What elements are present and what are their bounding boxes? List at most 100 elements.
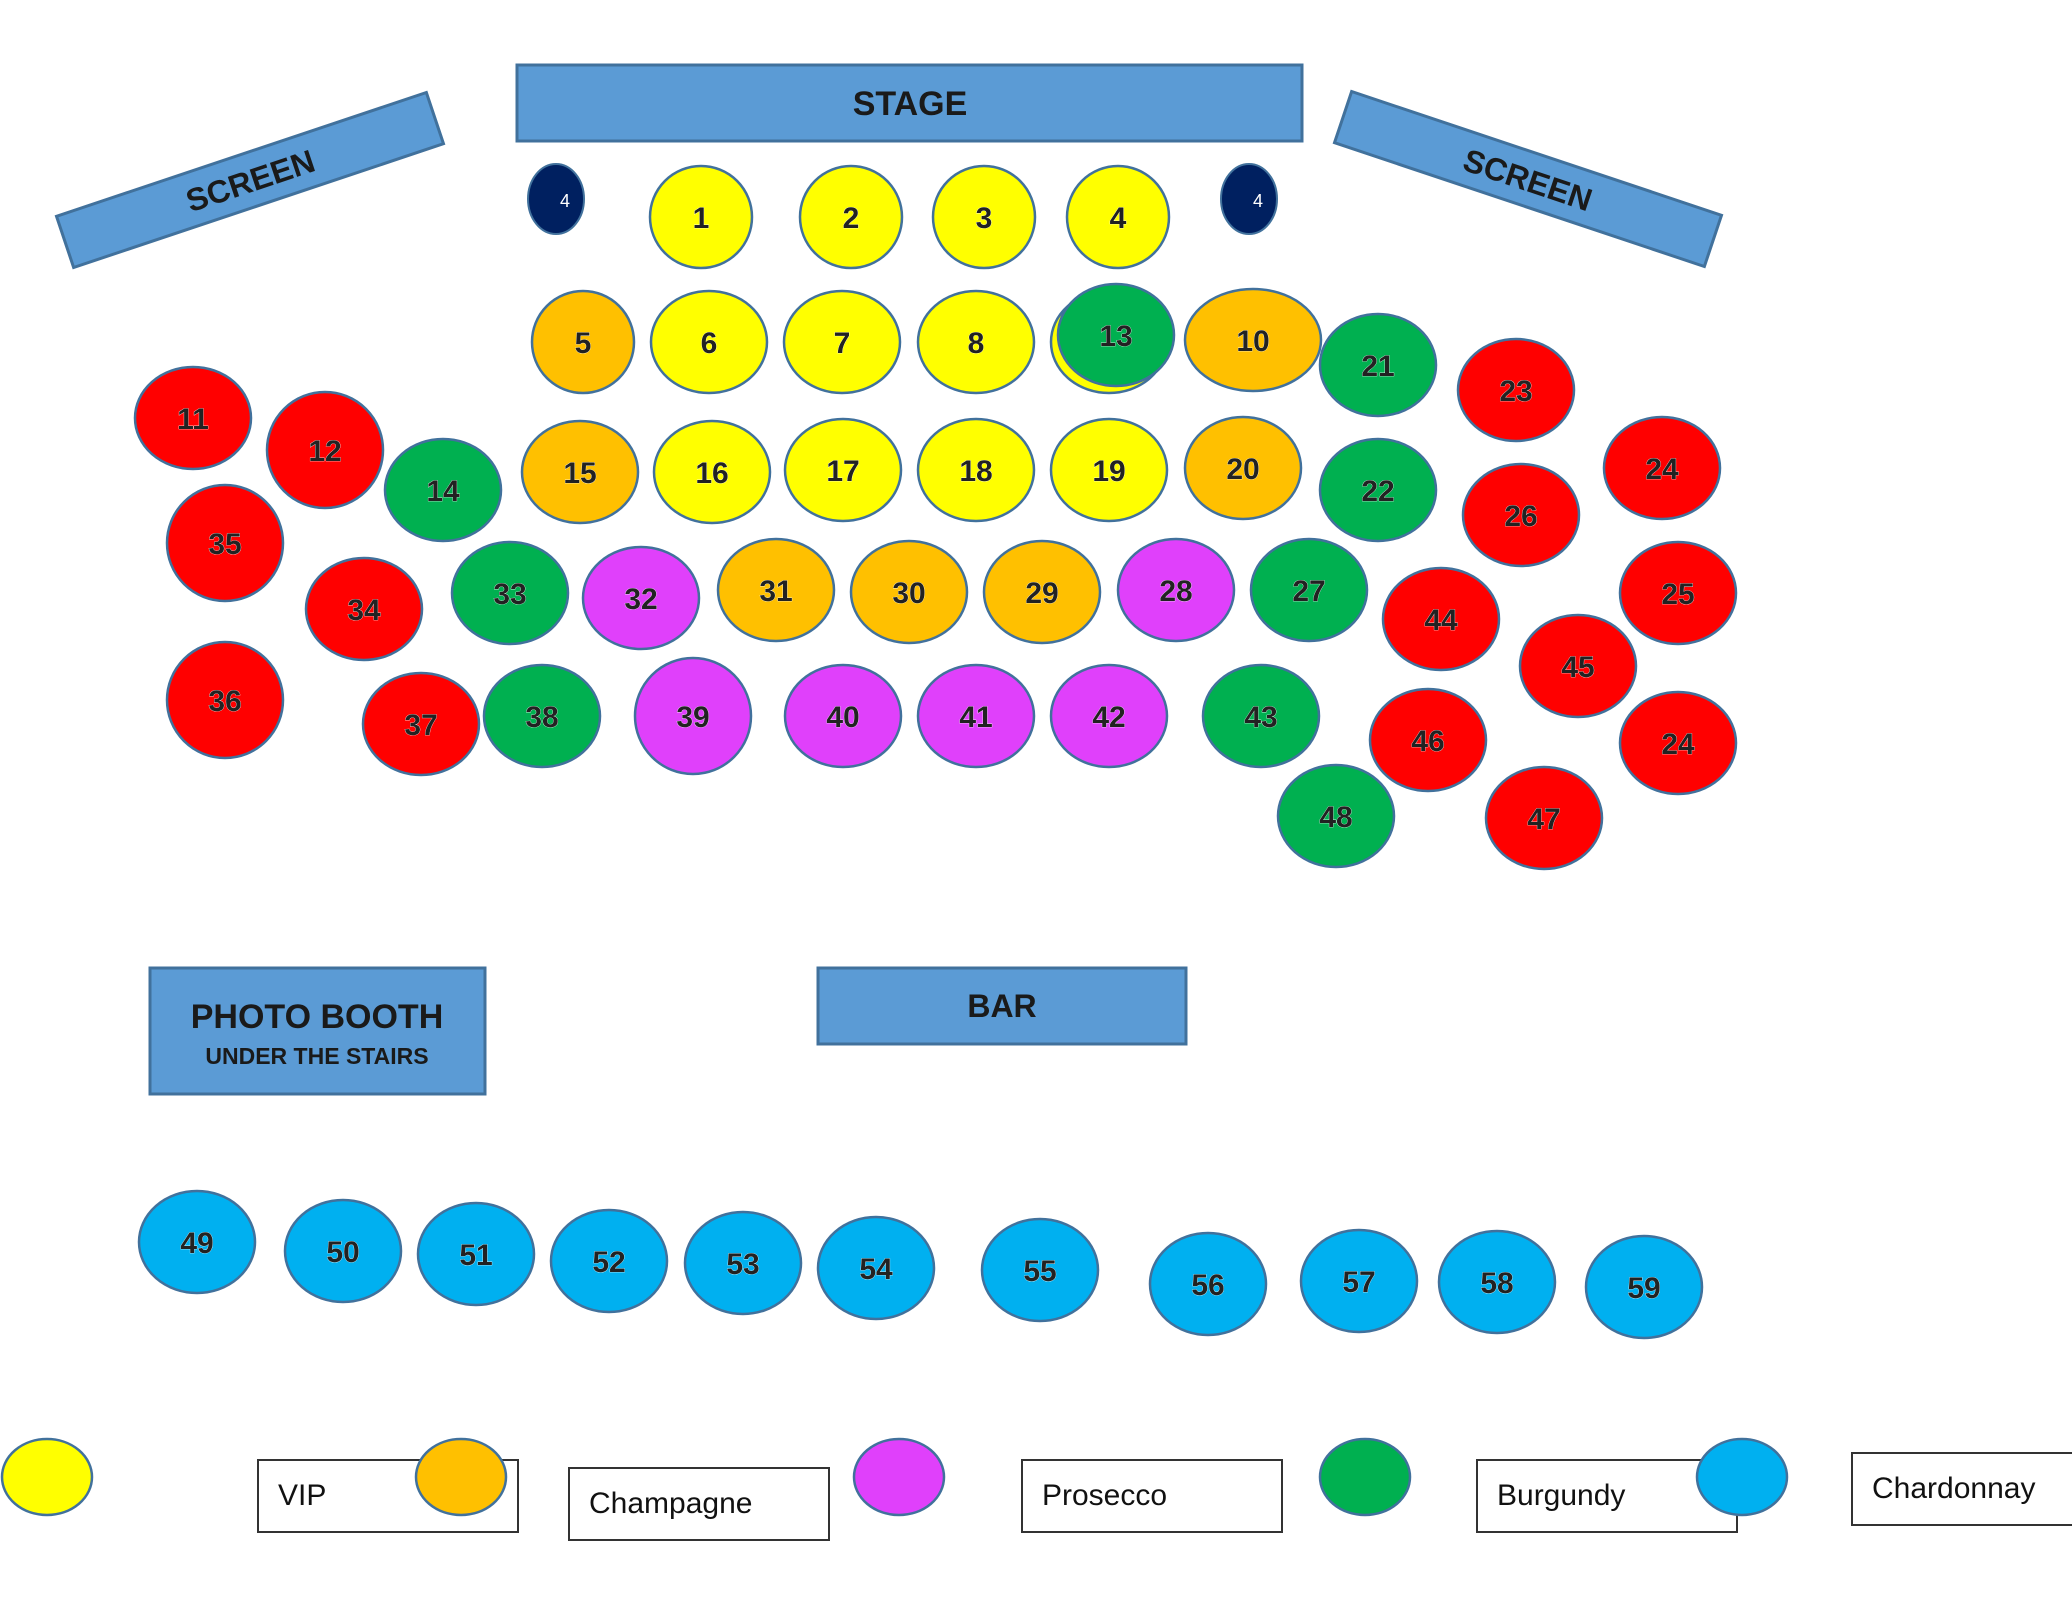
table-10[interactable]: 10 [1183,287,1323,393]
table-circle [482,663,602,769]
table-circle [783,417,903,523]
stage-label: STAGE [853,85,968,123]
table-number: 23 [1499,375,1532,408]
table-14[interactable]: 14 [383,437,503,543]
screen-right-block: SCREEN [1332,89,1724,269]
table-20[interactable]: 20 [1183,415,1303,521]
table-circle [1201,663,1321,769]
table-47[interactable]: 47 [1484,765,1604,871]
table-54[interactable]: 54 [816,1215,936,1321]
table-45[interactable]: 45 [1518,613,1638,719]
table-46[interactable]: 46 [1368,687,1488,793]
table-52[interactable]: 52 [549,1208,669,1314]
table-25[interactable]: 25 [1618,540,1738,646]
table-44[interactable]: 44 [1381,566,1501,672]
table-41[interactable]: 41 [916,663,1036,769]
table-42[interactable]: 42 [1049,663,1169,769]
table-circle [1049,663,1169,769]
table-21[interactable]: 21 [1318,312,1438,418]
table-55[interactable]: 55 [980,1217,1100,1323]
table-43[interactable]: 43 [1201,663,1321,769]
table-circle [683,1210,803,1316]
table-24[interactable]: 24 [1602,415,1722,521]
table-15[interactable]: 15 [520,419,640,525]
table-number: 53 [726,1248,759,1281]
table-50[interactable]: 50 [283,1198,403,1304]
photo-booth-block: PHOTO BOOTH UNDER THE STAIRS [148,966,487,1096]
bar-block: BAR [816,966,1188,1046]
table-51[interactable]: 51 [416,1201,536,1307]
table-7[interactable]: 7 [782,289,902,395]
table-circle [416,1201,536,1307]
table-35[interactable]: 35 [165,483,285,603]
table-circle [916,289,1036,395]
table-27[interactable]: 27 [1249,537,1369,643]
table-26[interactable]: 26 [1461,462,1581,568]
table-6[interactable]: 6 [649,289,769,395]
table-3[interactable]: 3 [931,164,1037,270]
table-circle [1183,287,1323,393]
table-number: 24 [1661,728,1695,761]
table-circle [1461,462,1581,568]
table-48[interactable]: 48 [1276,763,1396,869]
table-40[interactable]: 40 [783,663,903,769]
table-13[interactable]: 13 [1056,282,1176,388]
table-number: 40 [826,701,859,734]
marker-label: 4 [560,191,570,211]
table-number: 17 [826,455,859,488]
table-12[interactable]: 12 [265,390,385,510]
table-38[interactable]: 38 [482,663,602,769]
table-number: 43 [1244,701,1277,734]
table-number: 35 [208,528,241,561]
table-circle [581,545,701,651]
table-39[interactable]: 39 [633,656,753,776]
marker-circle [1220,163,1278,235]
table-number: 6 [701,327,718,360]
table-number: 3 [976,202,993,235]
table-24[interactable]: 24 [1618,690,1738,796]
table-31[interactable]: 31 [716,537,836,643]
table-number: 42 [1092,701,1125,734]
legend-swatch [1695,1437,1789,1517]
table-circle [916,417,1036,523]
table-number: 2 [843,202,860,235]
table-number: 24 [1645,453,1679,486]
table-circle [633,656,753,776]
table-37[interactable]: 37 [361,671,481,777]
table-22[interactable]: 22 [1318,437,1438,543]
table-57[interactable]: 57 [1299,1228,1419,1334]
table-1[interactable]: 1 [648,164,754,270]
table-number: 16 [695,457,728,490]
table-28[interactable]: 28 [1116,537,1236,643]
table-33[interactable]: 33 [450,540,570,646]
table-17[interactable]: 17 [783,417,903,523]
table-56[interactable]: 56 [1148,1231,1268,1337]
table-53[interactable]: 53 [683,1210,803,1316]
table-49[interactable]: 49 [137,1189,257,1295]
table-11[interactable]: 11 [133,365,253,471]
table-number: 18 [959,455,992,488]
table-59[interactable]: 59 [1584,1234,1704,1340]
table-16[interactable]: 16 [652,419,772,525]
table-2[interactable]: 2 [798,164,904,270]
tables: 1234567891013211112231415161718192022242… [133,164,1738,1340]
table-19[interactable]: 19 [1049,417,1169,523]
table-32[interactable]: 32 [581,545,701,651]
table-36[interactable]: 36 [165,640,285,760]
table-8[interactable]: 8 [916,289,1036,395]
legend-swatch [0,1437,94,1517]
table-number: 57 [1342,1266,1375,1299]
table-34[interactable]: 34 [304,556,424,662]
table-4[interactable]: 4 [1065,164,1171,270]
table-30[interactable]: 30 [849,539,969,645]
table-5[interactable]: 5 [530,289,636,395]
table-23[interactable]: 23 [1456,337,1576,443]
table-number: 46 [1411,725,1444,758]
table-29[interactable]: 29 [982,539,1102,645]
table-18[interactable]: 18 [916,417,1036,523]
table-circle [1484,765,1604,871]
table-circle [520,419,640,525]
table-58[interactable]: 58 [1437,1229,1557,1335]
table-circle [304,556,424,662]
table-number: 54 [859,1253,893,1286]
